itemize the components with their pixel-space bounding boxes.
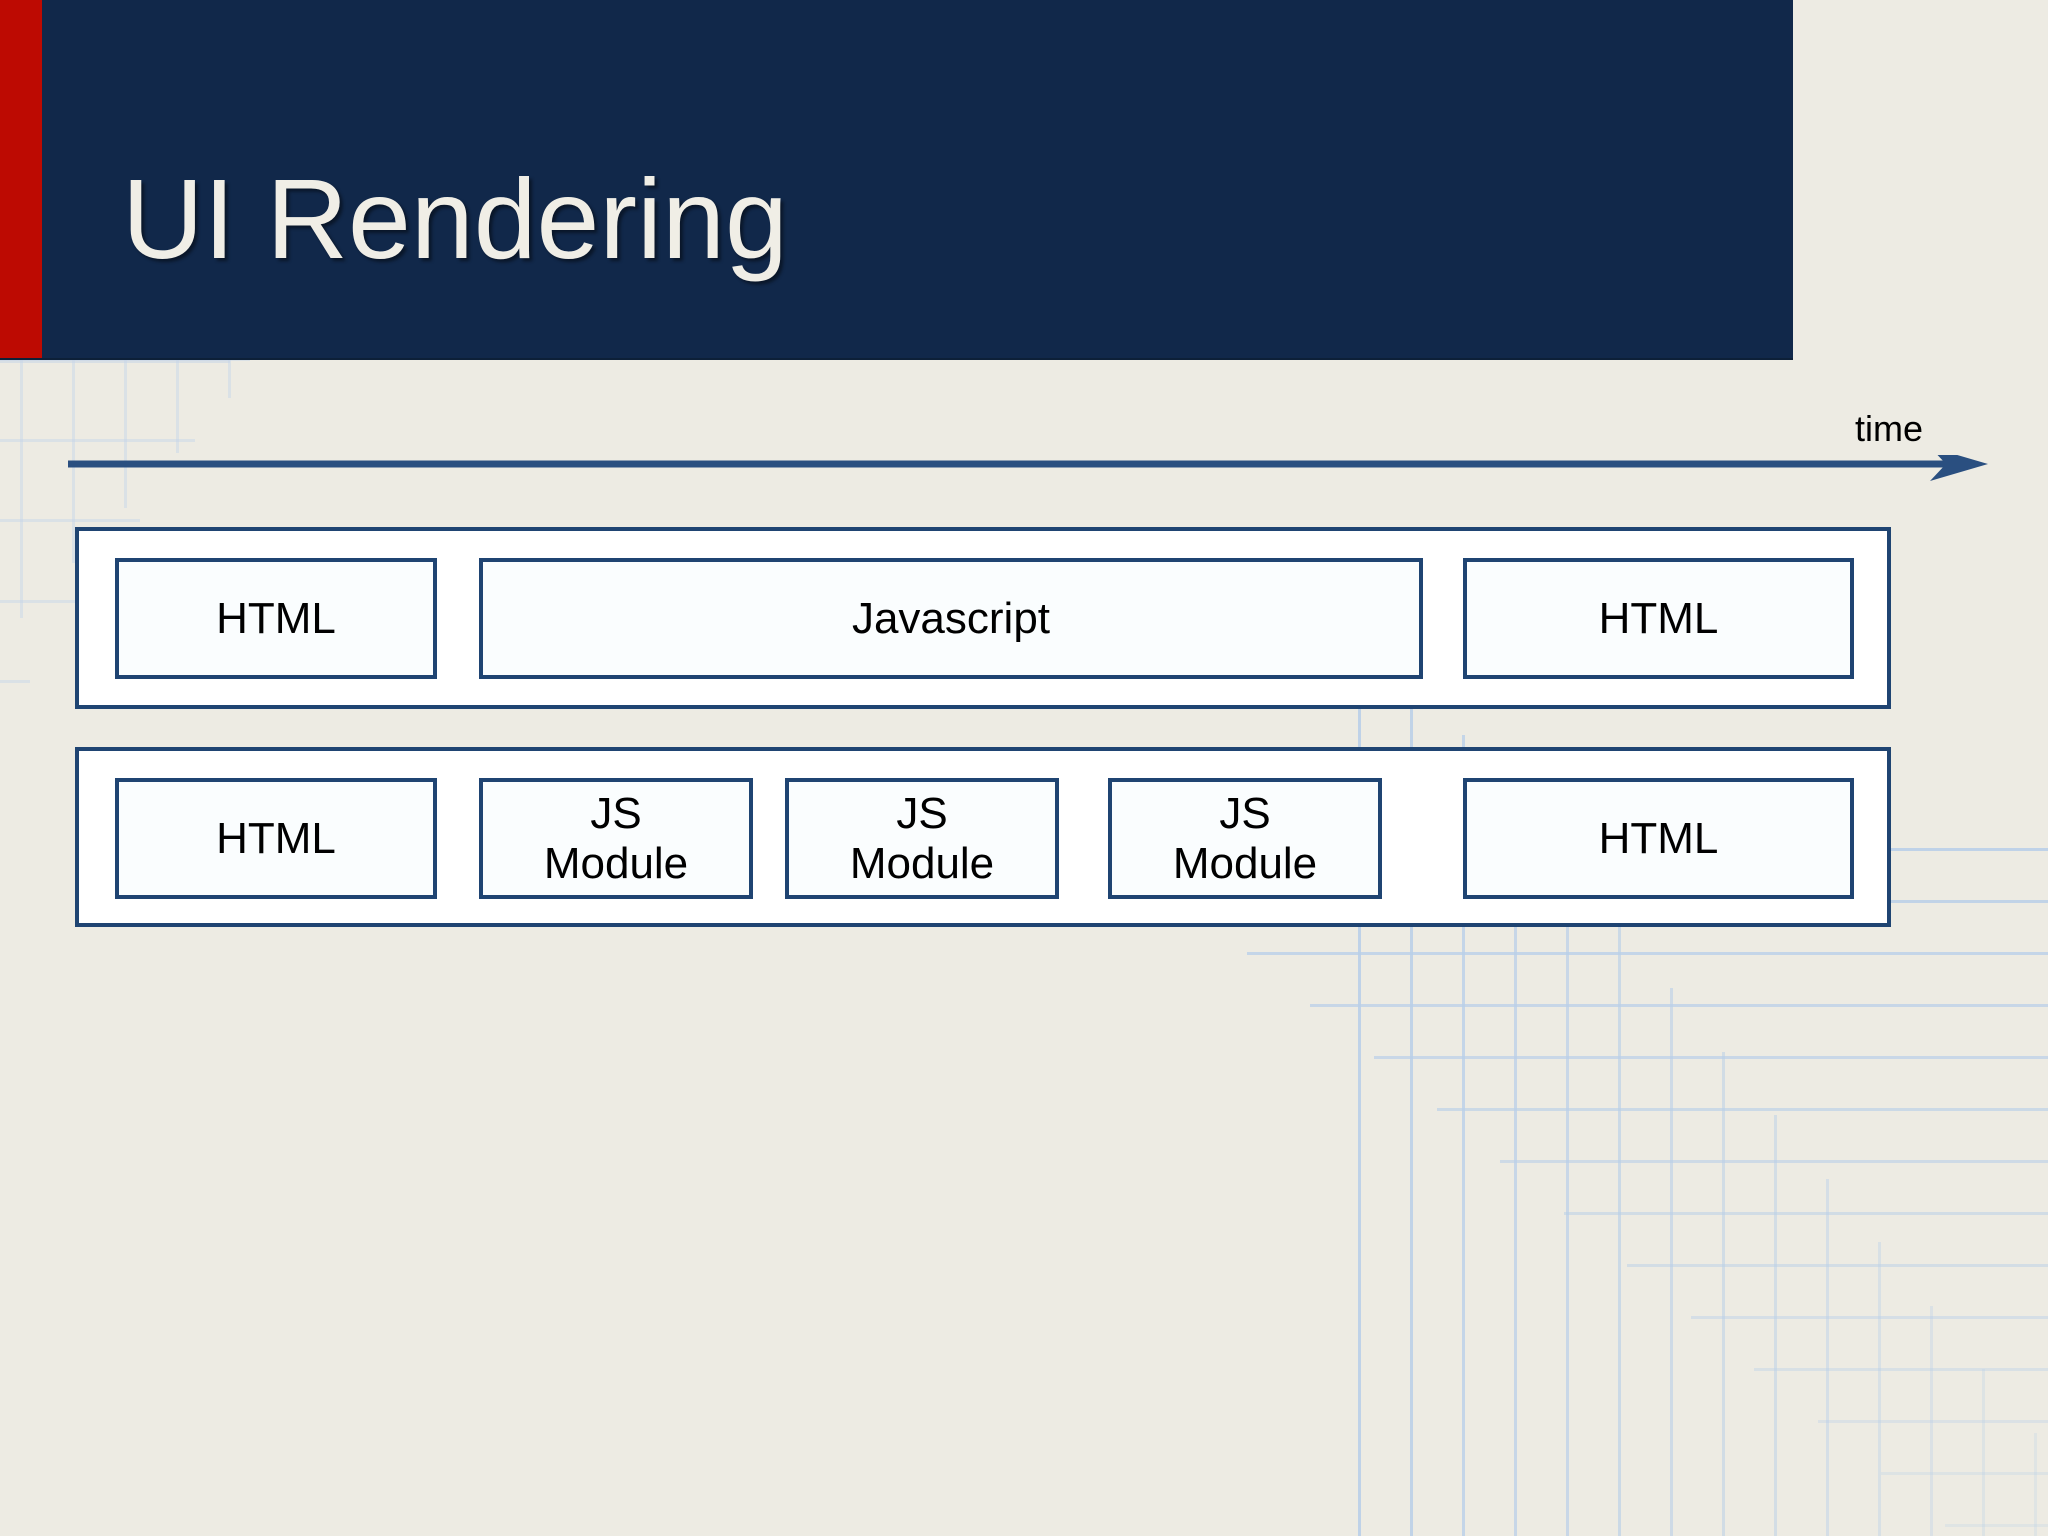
segment-html-initial-modular[interactable]: HTML (115, 778, 437, 899)
segment-html-final[interactable]: HTML (1463, 558, 1854, 679)
segment-label: JS Module (849, 789, 995, 888)
title-band (0, 0, 1793, 360)
segment-js-module-3[interactable]: JS Module (1108, 778, 1382, 899)
segment-label: HTML (216, 593, 336, 643)
time-axis-arrow (68, 455, 1988, 495)
page-title: UI Rendering (122, 156, 788, 282)
time-axis-label: time (1855, 408, 1924, 449)
segment-label: JS Module (543, 789, 689, 888)
segment-label: HTML (1598, 813, 1719, 863)
segment-label: JS Module (1172, 789, 1318, 888)
segment-label: HTML (216, 813, 336, 863)
segment-js-module-1[interactable]: JS Module (479, 778, 753, 899)
segment-javascript[interactable]: Javascript (479, 558, 1423, 679)
segment-label: Javascript (851, 593, 1051, 643)
segment-html-initial[interactable]: HTML (115, 558, 437, 679)
accent-stripe (0, 0, 42, 358)
segment-html-final-modular[interactable]: HTML (1463, 778, 1854, 899)
segment-js-module-2[interactable]: JS Module (785, 778, 1059, 899)
segment-label: HTML (1598, 593, 1719, 643)
